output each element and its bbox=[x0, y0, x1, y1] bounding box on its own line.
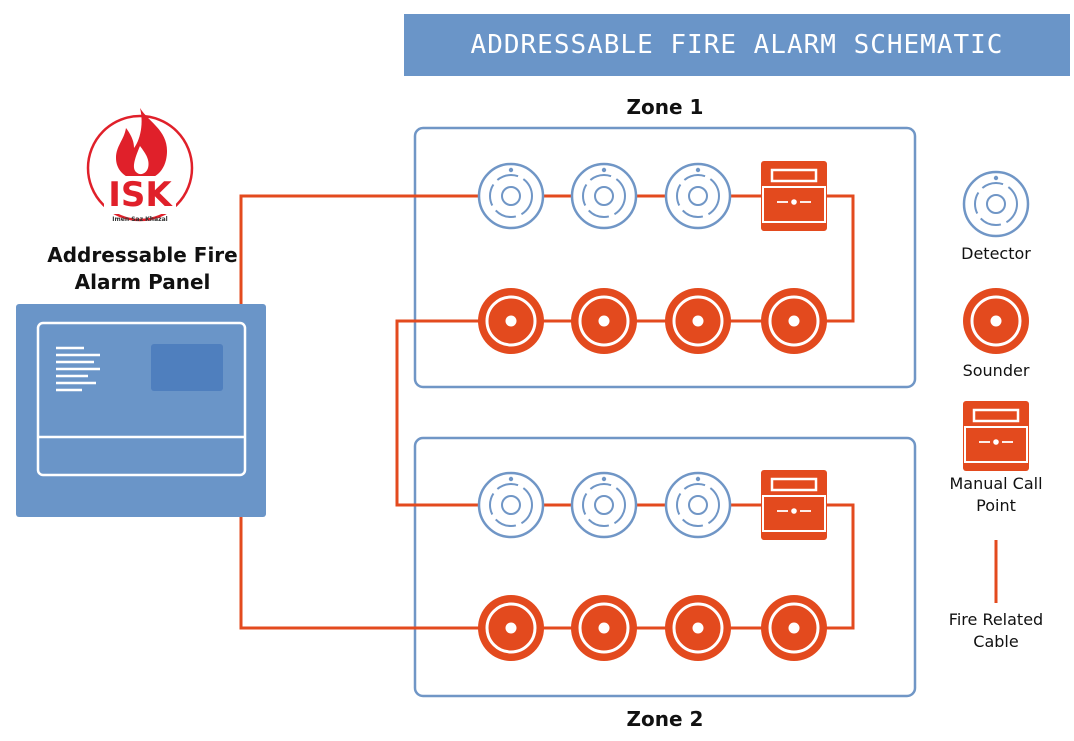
zone2-detector-2-icon bbox=[570, 471, 638, 539]
zone1-detector-2-icon bbox=[570, 162, 638, 230]
control-panel-icon bbox=[16, 304, 266, 517]
zone1-detector-1-icon bbox=[477, 162, 545, 230]
zone2-sounder-2-icon bbox=[571, 595, 637, 661]
legend-sounder-label: Sounder bbox=[962, 361, 1030, 380]
logo-mark: ISK bbox=[104, 176, 176, 214]
zone1-sounder-1-icon bbox=[478, 288, 544, 354]
zone2-detector-3-icon bbox=[664, 471, 732, 539]
legend-sounder-icon bbox=[963, 288, 1029, 354]
zone1-detector-3-icon bbox=[664, 162, 732, 230]
legend-mcp-label: Manual Call Point bbox=[949, 474, 1043, 515]
zone2-detector-1-icon bbox=[477, 471, 545, 539]
isk-logo bbox=[86, 108, 194, 222]
cable-zone2-loop bbox=[239, 503, 855, 630]
zone2-sounder-4-icon bbox=[761, 595, 827, 661]
legend-detector-label: Detector bbox=[961, 244, 1031, 263]
schematic-title: ADDRESSABLE FIRE ALARM SCHEMATIC bbox=[404, 14, 1070, 76]
zone-2-box bbox=[413, 436, 917, 698]
legend-cable-label: Fire Related Cable bbox=[948, 610, 1044, 651]
zone2-sounder-1-icon bbox=[478, 595, 544, 661]
zone1-sounder-2-icon bbox=[571, 288, 637, 354]
zone-2-label: Zone 2 bbox=[626, 707, 704, 731]
zone1-manual-call-point-4-icon bbox=[761, 161, 827, 231]
zone2-sounder-3-icon bbox=[665, 595, 731, 661]
legend-detector-icon bbox=[962, 170, 1030, 238]
zone2-manual-call-point-4-icon bbox=[761, 470, 827, 540]
logo-subtitle: Imen Saz Khazal bbox=[112, 216, 168, 223]
zone-1-label: Zone 1 bbox=[626, 95, 704, 119]
zone-1-box bbox=[413, 126, 917, 389]
zone1-sounder-3-icon bbox=[665, 288, 731, 354]
panel-label: Addressable Fire Alarm Panel bbox=[47, 243, 238, 294]
legend-manual-call-point-icon bbox=[963, 401, 1029, 471]
flame-icon bbox=[116, 108, 168, 180]
zone1-sounder-4-icon bbox=[761, 288, 827, 354]
